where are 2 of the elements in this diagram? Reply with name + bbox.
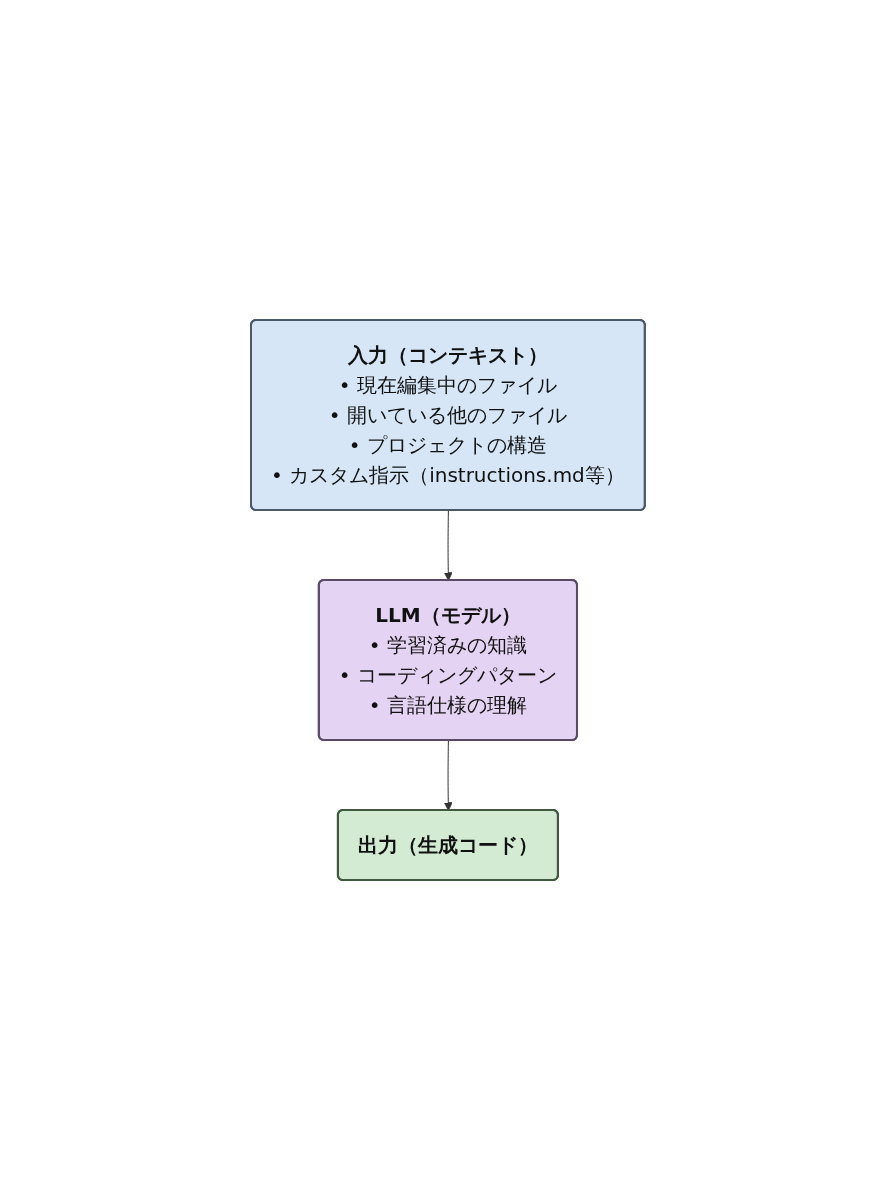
arrow (444, 740, 453, 811)
arrow (444, 510, 453, 581)
